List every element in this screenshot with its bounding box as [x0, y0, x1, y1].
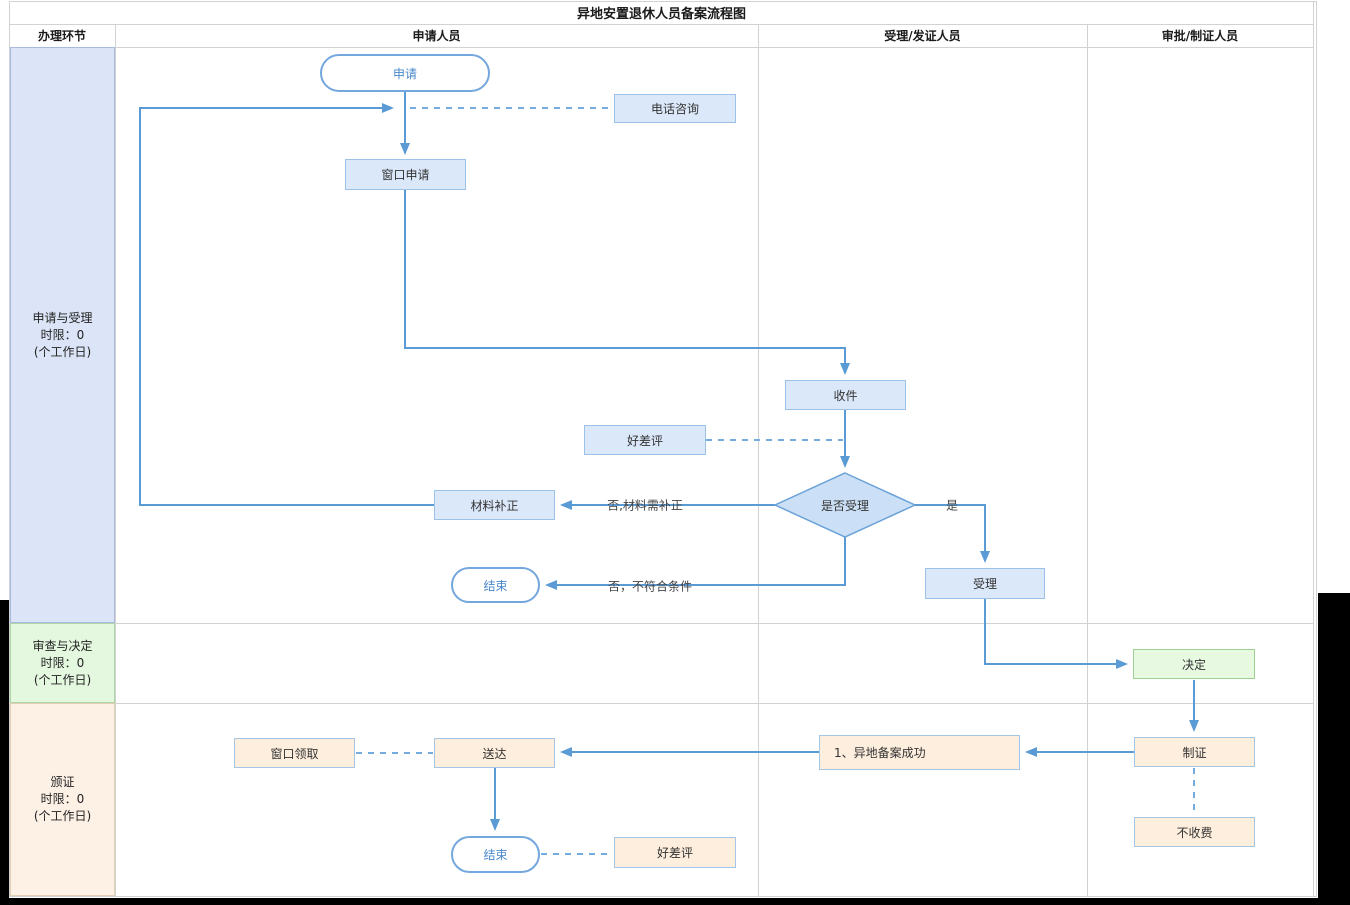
lane1-name: 申请与受理 — [32, 310, 93, 325]
lane2-unit: (个工作日) — [33, 672, 92, 687]
column-header-stage: 办理环节 — [37, 29, 86, 43]
node-receive-docs: 收件 — [785, 380, 906, 410]
screen-black-left — [0, 600, 9, 905]
gridline-lane2-bottom — [9, 703, 1313, 704]
gridline-col1 — [115, 24, 116, 896]
node-accept: 受理 — [925, 568, 1045, 599]
node-window-apply: 窗口申请 — [345, 159, 466, 190]
node-start: 申请 — [320, 54, 490, 92]
edge-label-no-unqualified: 否，不符合条件 — [607, 579, 693, 594]
node-phone-consult: 电话咨询 — [614, 94, 736, 123]
lane-label-apply-accept: 申请与受理 时限：0 (个工作日) — [10, 47, 115, 623]
node-rating-top: 好差评 — [584, 425, 706, 455]
edge-window-to-receive — [404, 190, 850, 375]
lane3-unit: (个工作日) — [33, 809, 92, 823]
edge-label-no-material-fix: 否,材料需补正 — [607, 498, 683, 513]
lane1-limit: 时限：0 — [40, 327, 85, 342]
node-no-fee: 不收费 — [1134, 817, 1255, 847]
screen-black-bottom — [0, 898, 1350, 905]
gridline-right-inner — [1313, 1, 1314, 897]
page-title: 异地安置退休人员备案流程图 — [576, 7, 746, 22]
node-deliver: 送达 — [434, 738, 555, 768]
gridline-left — [9, 1, 10, 897]
node-rating-bottom: 好差评 — [614, 837, 736, 868]
gridline-top — [9, 1, 1317, 2]
node-make-cert: 制证 — [1134, 737, 1255, 767]
node-decide: 决定 — [1133, 649, 1255, 679]
gridline-right-outer — [1316, 1, 1317, 897]
lane1-unit: (个工作日) — [33, 344, 92, 359]
lane3-name: 颁证 — [50, 775, 75, 789]
column-header-approver: 审批/制证人员 — [1161, 29, 1239, 43]
gridline-bottom — [9, 896, 1317, 897]
edge-decision-to-end — [545, 537, 846, 590]
lane2-limit: 时限：0 — [40, 655, 85, 670]
node-window-pickup: 窗口领取 — [234, 738, 355, 768]
lane3-limit: 时限：0 — [40, 792, 85, 806]
screen-black-right — [1318, 593, 1350, 905]
node-accept-decision: 是否受理 — [820, 498, 869, 513]
gridline-title-bottom — [9, 24, 1313, 25]
edge-label-yes: 是 — [945, 498, 959, 513]
node-material-fix: 材料补正 — [434, 490, 555, 520]
gridline-col3 — [1087, 24, 1088, 896]
lane2-name: 审查与决定 — [32, 638, 93, 653]
gridline-header-bottom — [9, 47, 1313, 48]
gridline-col2 — [758, 24, 759, 896]
column-header-applicant: 申请人员 — [412, 29, 461, 43]
column-header-acceptor: 受理/发证人员 — [884, 29, 961, 43]
node-end-bottom: 结束 — [451, 836, 540, 873]
lane-label-issue-cert: 颁证 时限：0 (个工作日) — [10, 703, 115, 896]
edge-accept-to-decide — [984, 599, 1128, 669]
node-end-top: 结束 — [451, 567, 540, 603]
lane-label-review-decide: 审查与决定 时限：0 (个工作日) — [10, 623, 115, 703]
node-filing-success: 1、异地备案成功 — [819, 735, 1020, 770]
gridline-lane1-bottom — [9, 623, 1313, 624]
